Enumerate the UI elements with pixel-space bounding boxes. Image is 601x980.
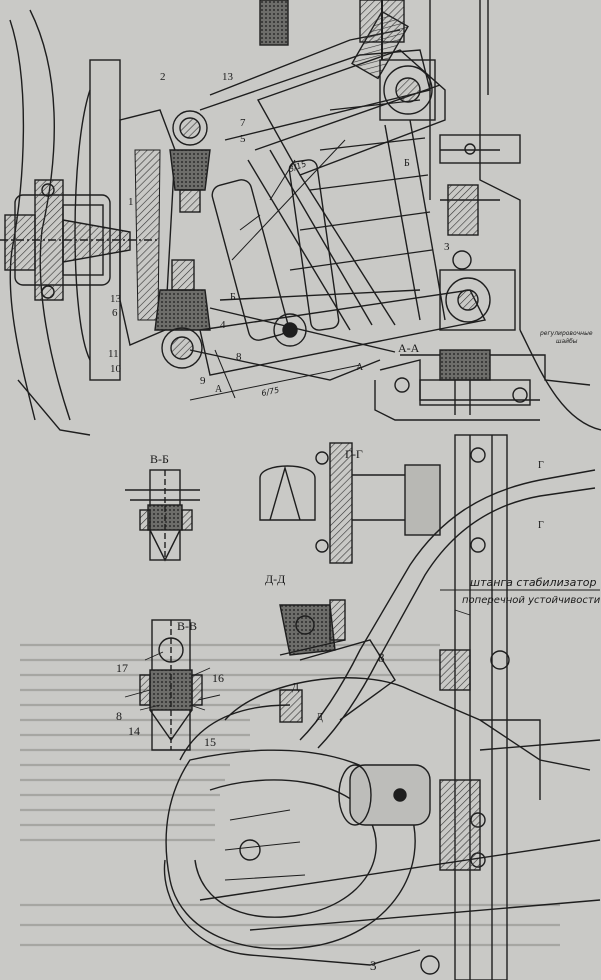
- part-1: 1: [128, 196, 134, 208]
- section-gg: [259, 442, 441, 564]
- part-3-bottom: 3: [370, 958, 377, 973]
- part-number-labels: 1 2 13 7 5 13 6 11 10 9 8 4 3 17 16 8 14…: [108, 71, 450, 973]
- mark-a-2: А: [356, 362, 364, 373]
- stabilizer-label-line2: поперечной устойчивости: [462, 595, 601, 606]
- label-section-vb: В-Б: [150, 452, 169, 466]
- section-vb: [125, 469, 200, 562]
- part-2: 2: [160, 71, 166, 83]
- mark-d-top: Д: [292, 682, 299, 693]
- label-section-dd: Д-Д: [265, 572, 285, 586]
- part-10: 10: [110, 363, 122, 375]
- part-14: 14: [128, 724, 140, 738]
- part-13: 13: [110, 293, 122, 305]
- section-labels: А-А В-Б Г-Г Д-Д В-В: [150, 341, 420, 633]
- part-8-bottom: 8: [378, 650, 385, 665]
- dimension-lower: 6/75: [261, 385, 280, 398]
- part-3-top: 3: [444, 241, 450, 253]
- mark-g-top: Г: [538, 460, 544, 471]
- section-marks: Г Г Д Д А А Б Б: [215, 158, 544, 723]
- part-13-top: 13: [222, 71, 234, 83]
- label-section-aa: А-А: [398, 341, 420, 355]
- mark-d-bottom: Д: [316, 712, 323, 723]
- part-4: 4: [220, 319, 226, 331]
- part-7: 7: [240, 117, 246, 129]
- stabilizer-view: [163, 434, 601, 980]
- label-section-vv: В-В: [177, 619, 197, 633]
- part-8-vv: 8: [116, 709, 122, 723]
- label-section-gg: Г-Г: [345, 447, 363, 461]
- mark-g-bottom: Г: [538, 520, 544, 531]
- section-dd: [279, 599, 346, 656]
- part-5: 5: [240, 133, 246, 145]
- section-aa: [374, 349, 591, 421]
- part-17: 17: [116, 661, 128, 675]
- part-16: 16: [212, 671, 224, 685]
- mark-b-2: Б: [230, 292, 236, 303]
- background-text: [20, 643, 560, 947]
- stabilizer-label-line1: штанга стабилизатор: [470, 576, 596, 589]
- part-6: 6: [112, 307, 118, 319]
- annotations: штанга стабилизатор поперечной устойчиво…: [261, 159, 601, 606]
- adjust-shims-line1: регулировочные: [539, 330, 593, 337]
- mark-a: А: [215, 384, 223, 395]
- part-8-top: 8: [236, 351, 242, 363]
- part-15: 15: [204, 735, 216, 749]
- part-9: 9: [200, 375, 206, 387]
- part-11: 11: [108, 348, 119, 360]
- mark-b: Б: [404, 158, 410, 169]
- leader-lines: [124, 589, 600, 711]
- front-suspension-view: [0, 0, 601, 436]
- adjust-shims-line2: шайбы: [556, 338, 578, 345]
